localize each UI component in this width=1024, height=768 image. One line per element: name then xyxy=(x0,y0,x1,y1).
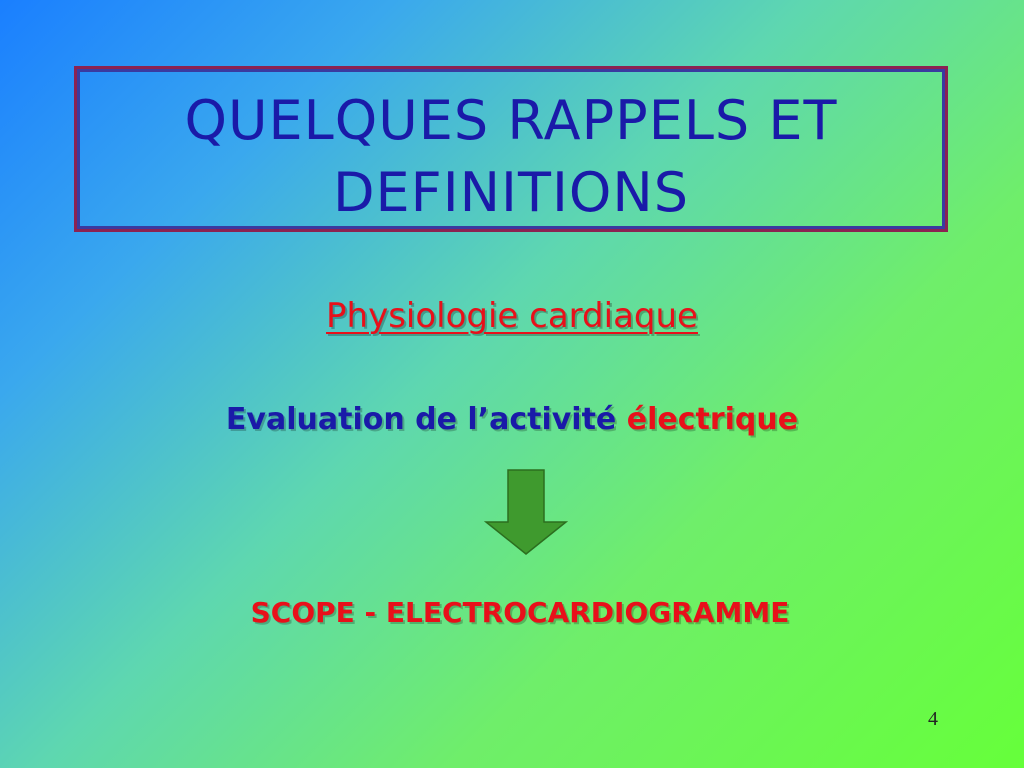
title-box: QUELQUES RAPPELS ET DEFINITIONS xyxy=(74,66,948,232)
evaluation-highlight: électrique xyxy=(626,402,799,437)
page-number: 4 xyxy=(928,708,938,730)
subtitle: Physiologie cardiaque xyxy=(326,296,698,336)
slide-title: QUELQUES RAPPELS ET DEFINITIONS xyxy=(184,89,838,224)
evaluation-line: Evaluation de l’activité électrique xyxy=(0,402,1024,437)
conclusion-text: SCOPE - ELECTROCARDIOGRAMME xyxy=(250,596,790,629)
evaluation-prefix: Evaluation de l’activité xyxy=(225,402,617,437)
down-arrow-icon xyxy=(484,469,568,555)
